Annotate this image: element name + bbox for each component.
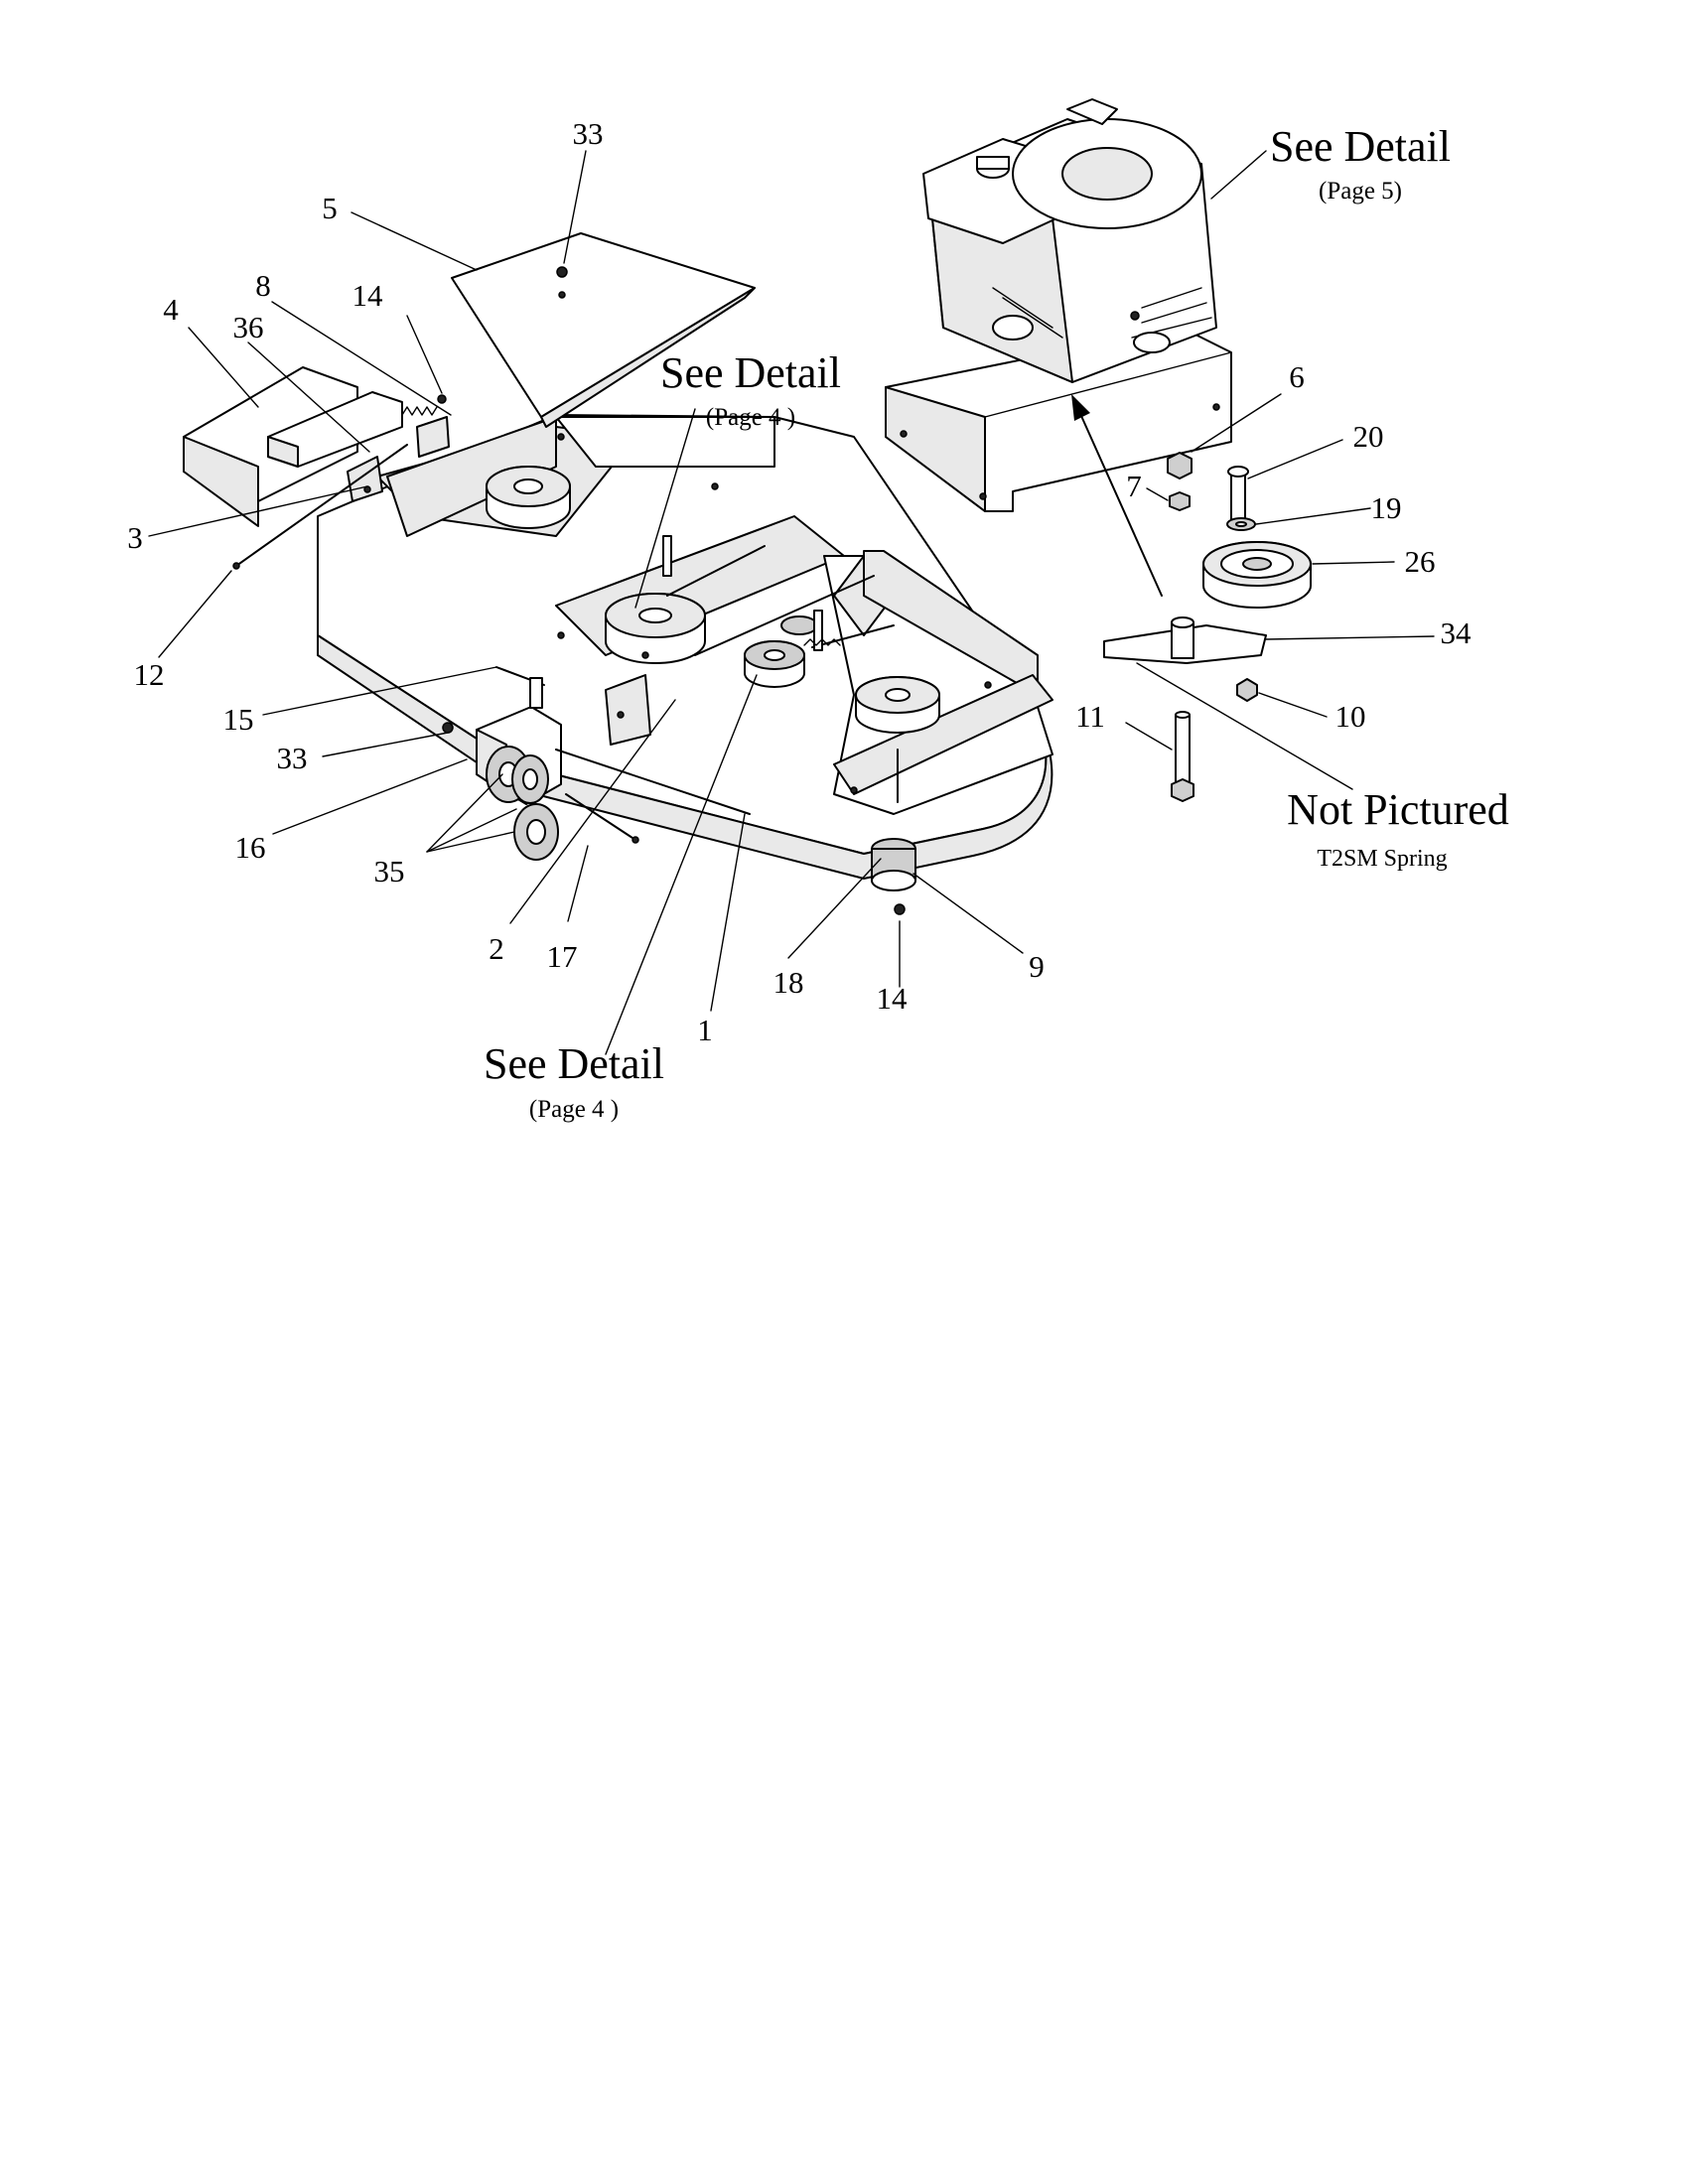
callout-33-top: 33 (573, 116, 604, 151)
callout-26: 26 (1405, 544, 1436, 579)
callout-20: 20 (1353, 419, 1384, 454)
see-detail-engine-page: (Page 5) (1319, 178, 1402, 205)
callout-12: 12 (134, 657, 165, 692)
callout-7: 7 (1126, 469, 1142, 503)
deck-pulley-center (605, 593, 706, 664)
idler-arm (1103, 616, 1267, 664)
not-pictured-note: Not Pictured T2SM Spring (1287, 785, 1509, 872)
callout-17: 17 (547, 939, 578, 974)
callout-35: 35 (374, 854, 405, 888)
callout-11: 11 (1075, 699, 1105, 734)
mower-deck (317, 414, 1053, 880)
not-pictured-item: T2SM Spring (1317, 846, 1447, 872)
engine-assembly (885, 98, 1232, 512)
callout-16: 16 (235, 830, 266, 865)
see-detail-upper-title: See Detail (660, 348, 841, 397)
callout-5: 5 (322, 191, 338, 225)
idler-hardware (1103, 452, 1312, 802)
see-detail-engine-title: See Detail (1270, 122, 1451, 171)
callout-14-top: 14 (352, 278, 384, 313)
callout-10: 10 (1335, 699, 1366, 734)
see-detail-deck-lower: See Detail (Page 4 ) (484, 1039, 664, 1123)
callout-4: 4 (163, 292, 179, 327)
deck-pulley-left (486, 466, 571, 529)
gauge-wheel-3 (513, 803, 559, 861)
leader-lines (148, 150, 1435, 1055)
callout-1: 1 (697, 1013, 713, 1047)
callout-34: 34 (1441, 615, 1473, 650)
see-detail-engine: See Detail (Page 5) (1270, 122, 1451, 205)
idler-pulley (1202, 541, 1312, 609)
callout-33-left: 33 (277, 741, 308, 775)
deck-idler-pulley (744, 615, 818, 688)
callout-6: 6 (1289, 359, 1305, 394)
gauge-wheel-2 (511, 754, 549, 804)
callout-2: 2 (489, 931, 504, 966)
chute-bracket (183, 366, 450, 570)
callout-36: 36 (233, 310, 264, 344)
callout-9: 9 (1029, 949, 1045, 984)
callout-14-bottom: 14 (877, 981, 909, 1016)
see-detail-lower-page: (Page 4 ) (529, 1096, 619, 1123)
callout-19: 19 (1371, 490, 1402, 525)
deck-pulley-right (855, 676, 940, 734)
see-detail-deck-upper: See Detail (Page 4 ) (660, 348, 841, 431)
callout-3: 3 (127, 520, 143, 555)
callout-15: 15 (223, 702, 254, 737)
callout-8: 8 (255, 268, 271, 303)
discharge-chute-cover (451, 232, 756, 428)
front-roller-assembly (871, 749, 916, 915)
see-detail-upper-page: (Page 4 ) (706, 404, 795, 431)
see-detail-lower-title: See Detail (484, 1039, 664, 1088)
callout-numbers: 33 5 8 14 4 36 3 12 15 33 16 35 2 17 1 1… (127, 116, 1472, 1047)
not-pictured-title: Not Pictured (1287, 785, 1509, 834)
callout-18: 18 (773, 965, 804, 1000)
